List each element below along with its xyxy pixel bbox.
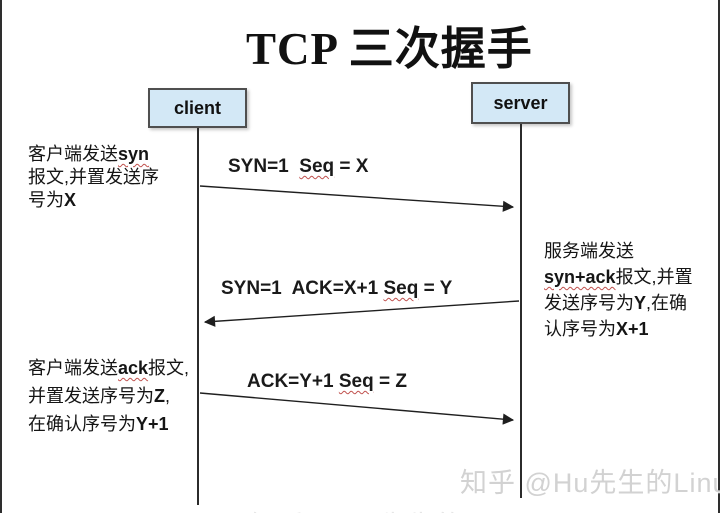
syn-ack-label-post: = Y	[418, 278, 453, 299]
right-border-line	[718, 0, 720, 513]
server-actor-label: server	[493, 92, 548, 113]
note-line: 客户端发送syn	[28, 144, 150, 164]
server-lifeline	[520, 124, 522, 498]
note-line: syn+ack报文,并置	[544, 267, 693, 287]
note-line: 在确认序号为Y+1	[28, 414, 169, 434]
note-line: 报文,并置发送序	[28, 167, 160, 187]
client-actor-label: client	[173, 97, 221, 118]
syn-ack-label-pre: SYN=1 ACK=X+1	[221, 278, 384, 299]
syn-ack-label-seq: Seq	[383, 278, 419, 299]
client-syn-note: 客户端发送syn 报文,并置发送序 号为X	[28, 143, 159, 212]
syn-ack-arrow	[203, 300, 520, 327]
left-border-line	[0, 0, 2, 513]
server-syn-ack-note: 服务端发送 syn+ack报文,并置 发送序号为Y,在确 认序号为X+1	[544, 238, 693, 342]
ack-arrow	[199, 392, 515, 425]
ack-label-seq: Seq	[338, 371, 374, 392]
client-ack-note: 客户端发送ack报文, 并置发送序号为Z, 在确认序号为Y+1	[28, 354, 189, 438]
syn-ack-message-label: SYN=1 ACK=X+1 Seq = Y	[221, 278, 452, 300]
zhihu-watermark: 知乎 @Hu先生的Linux	[460, 468, 720, 498]
zhihu-watermark-partial: 知乎 @Hu先生的Linux	[250, 504, 533, 513]
client-lifeline	[197, 128, 199, 505]
note-line: 发送序号为Y,在确	[544, 293, 688, 313]
server-actor-box: server	[471, 82, 570, 124]
note-line: 服务端发送	[544, 241, 634, 261]
diagram-title: TCP 三次握手	[246, 24, 533, 74]
syn-label-seq: Seq	[299, 156, 335, 177]
syn-label-pre: SYN=1	[228, 156, 300, 177]
syn-message-label: SYN=1 Seq = X	[228, 156, 368, 178]
note-line: 号为X	[28, 190, 77, 210]
syn-label-post: = X	[334, 156, 369, 177]
ack-label-post: = Z	[373, 371, 407, 392]
note-line: 并置发送序号为Z,	[28, 386, 171, 406]
client-actor-box: client	[148, 88, 247, 128]
note-line: 客户端发送ack报文,	[28, 358, 190, 378]
note-line: 认序号为X+1	[544, 319, 649, 339]
syn-arrow	[199, 185, 515, 212]
ack-message-label: ACK=Y+1 Seq = Z	[247, 371, 407, 393]
ack-label-pre: ACK=Y+1	[247, 371, 339, 392]
